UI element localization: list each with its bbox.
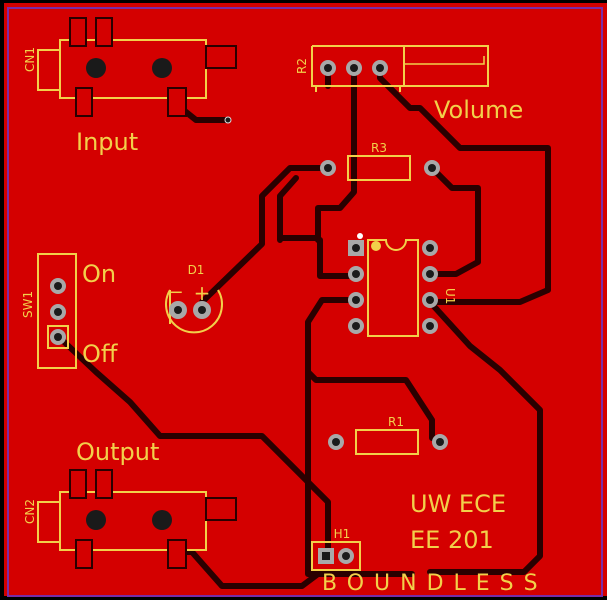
r2-pad-2-hole [350, 64, 358, 72]
off-label: Off [82, 340, 118, 368]
d1-pad-2-hole [198, 306, 206, 314]
u1-pad-1-hole [352, 244, 360, 252]
u1-via-marker [357, 233, 363, 239]
cn2-hole-1 [86, 510, 106, 530]
trace-r3-left-down [317, 237, 359, 279]
trace-sw1-output [57, 335, 331, 557]
cn1-designator: CN1 [23, 47, 37, 72]
volume-label: Volume [434, 96, 523, 124]
sw1-designator: SW1 [21, 291, 35, 318]
u1-ic: U1 [348, 233, 457, 337]
u1-pad-6-hole [426, 296, 434, 304]
r3-pad-2-hole [428, 164, 436, 172]
uw-ece-label: UW ECE [410, 490, 506, 518]
sw1-pad-1-hole [54, 282, 62, 290]
d1-minus-sign: − [168, 282, 183, 303]
sw1-outline [37, 253, 77, 369]
sw1-pad-3-hole [54, 333, 62, 341]
u1-pad-2-hole [352, 270, 360, 278]
r1-body [355, 429, 419, 455]
cn1-pad-5 [205, 45, 237, 69]
sw1-pad-2-hole [54, 308, 62, 316]
r3-pad-1-hole [324, 164, 332, 172]
u1-pad-8-hole [426, 244, 434, 252]
u1-outline [367, 239, 419, 337]
trace-u1-right-down [427, 299, 543, 575]
h1-pad-1-hole [322, 552, 330, 560]
trace-r1-loop [305, 297, 435, 441]
u1-pad-7-hole [426, 270, 434, 278]
cn1-hole-1 [86, 58, 106, 78]
trace-r2-right [377, 65, 551, 305]
r3-body [347, 155, 411, 181]
h1-pad-2-hole [342, 552, 350, 560]
r2-arrow [404, 56, 485, 65]
sw1-pad-3 [47, 325, 69, 349]
cn2-pad-2 [95, 469, 113, 499]
board-outline [7, 7, 603, 597]
r3-resistor: R3 [320, 141, 440, 181]
h1-header: H1 [311, 527, 361, 571]
cn1-pad-2 [95, 17, 113, 47]
cn1-pad-1 [69, 17, 87, 47]
ee201-label: EE 201 [410, 526, 494, 554]
r1-resistor: R1 [328, 415, 448, 455]
on-label: On [82, 260, 116, 288]
cn1-hole-2 [152, 58, 172, 78]
r2-pad-3-hole [376, 64, 384, 72]
trace-r2-middle [315, 65, 357, 243]
boundless-label: BOUNDLESS [322, 571, 548, 596]
cn2-tab [37, 501, 60, 543]
d1-plus-sign: + [194, 281, 211, 305]
d1-designator: D1 [188, 263, 205, 277]
r1-pad-1-hole [332, 438, 340, 446]
u1-pad-3-hole [352, 296, 360, 304]
d1-pad-1-hole [174, 306, 182, 314]
cn1-pad-4 [167, 87, 187, 117]
cn2-hole-2 [152, 510, 172, 530]
d1-outline [165, 289, 223, 334]
r2-potentiometer: R2 [295, 45, 489, 92]
u1-pin1-marker [371, 241, 381, 251]
h1-designator: H1 [334, 527, 351, 541]
cn1-connector: CN1 [23, 17, 237, 124]
r1-pad-2-hole [436, 438, 444, 446]
r2-designator: R2 [295, 58, 309, 74]
output-label: Output [76, 438, 159, 466]
cn2-connector: CN2 [23, 469, 237, 569]
cn2-designator: CN2 [23, 499, 37, 524]
cn2-pad-3 [75, 539, 93, 569]
cn1-pad-3 [75, 87, 93, 117]
r2-pad-1-hole [324, 64, 332, 72]
cn2-pad-1 [69, 469, 87, 499]
trace-bottom-loop [305, 369, 415, 577]
u1-pad-4-hole [352, 322, 360, 330]
cn1-via [224, 116, 232, 124]
r1-designator: R1 [388, 415, 404, 429]
u1-pad-5-hole [426, 322, 434, 330]
u1-designator: U1 [443, 288, 457, 304]
cn2-pad-4 [167, 539, 187, 569]
h1-outline [311, 541, 361, 571]
r3-designator: R3 [371, 141, 387, 155]
trace-r3-right-u1 [427, 165, 481, 277]
r2-outline [311, 45, 489, 92]
input-label: Input [76, 128, 138, 156]
sw1-switch: SW1 [21, 253, 77, 369]
d1-led: − + D1 [165, 263, 223, 334]
cn2-pad-5 [205, 497, 237, 521]
cn1-tab [37, 49, 60, 91]
